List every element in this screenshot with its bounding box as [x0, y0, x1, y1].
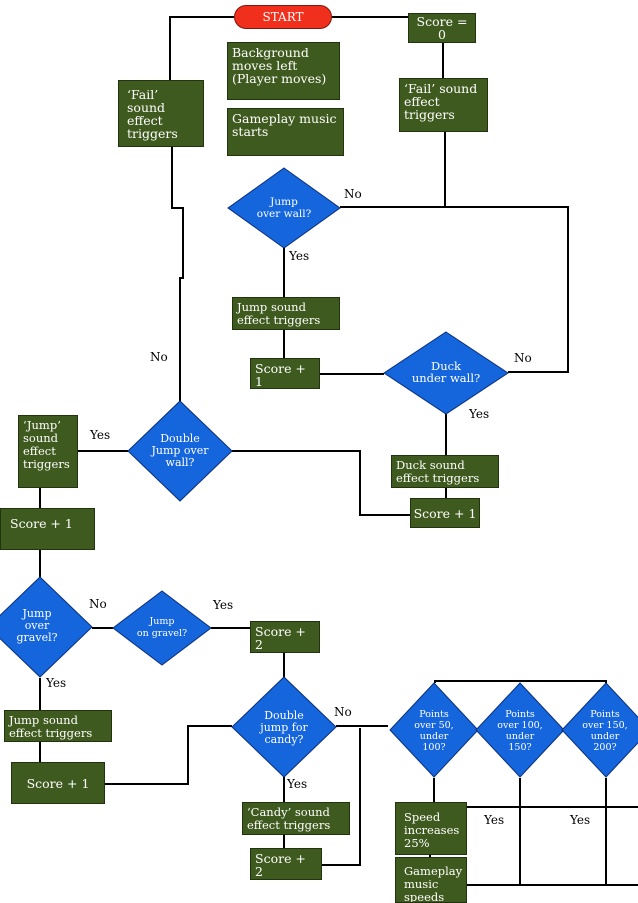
score-plus1-box-b: Score + 1	[410, 498, 480, 528]
points-50-diamond	[389, 682, 479, 778]
points-100-diamond	[475, 682, 565, 778]
label-yes-points-b: Yes	[570, 813, 591, 827]
double-jump-wall-diamond	[127, 400, 233, 502]
score-plus2-box-a: Score + 2	[250, 621, 320, 653]
label-no-left: No	[150, 350, 168, 364]
line-fail-left-down	[171, 147, 184, 402]
label-yes-gravel: Yes	[46, 676, 67, 690]
line-fail-right-to-loop	[444, 132, 568, 208]
jump-gravel-text: Jump over gravel?	[16, 607, 58, 644]
label-no-gravel: No	[89, 597, 107, 611]
duck-wall-diamond	[383, 331, 509, 415]
score-plus2-box-b: Score + 2	[250, 848, 322, 880]
music-starts-box: Gameplay music starts	[227, 108, 344, 156]
double-jump-candy-diamond	[231, 676, 337, 778]
jump-gravel-diamond	[0, 576, 93, 678]
label-yes-on-gravel: Yes	[213, 598, 234, 612]
points-100-text: Points over 100, under 150?	[497, 709, 543, 753]
score-plus1-box-d: Score + 1	[11, 762, 105, 804]
decision-diamonds	[0, 167, 638, 778]
fail-sound-right-box: ‘Fail’ sound effect triggers	[399, 78, 488, 132]
music-speeds-box: Gameplay music speeds up	[395, 857, 467, 903]
duck-sound-box: Duck sound effect triggers	[391, 455, 499, 488]
label-yes-jump-wall: Yes	[289, 249, 310, 263]
points-150-text: Points over 150, under 200?	[582, 709, 628, 753]
double-jump-candy-text: Double jump for candy?	[260, 709, 308, 746]
jump-wall-text: Jump over wall?	[256, 196, 312, 220]
candy-sound-box: ‘Candy’ sound effect triggers	[242, 802, 350, 835]
points-150-diamond	[561, 682, 638, 778]
jump-on-gravel-text: Jump on gravel?	[136, 616, 188, 639]
label-yes-candy: Yes	[287, 777, 308, 791]
speed-increase-box: Speed increases 25%	[395, 802, 467, 855]
jump-wall-diamond	[227, 167, 341, 249]
label-yes-duck: Yes	[469, 407, 490, 421]
jump-sound-top-box: Jump sound effect triggers	[232, 297, 340, 330]
label-yes-points-a: Yes	[484, 813, 505, 827]
label-no-jump-wall: No	[344, 187, 362, 201]
double-jump-wall-text: Double Jump over wall?	[151, 432, 209, 469]
points-50-text: Points over 50, under 100?	[414, 709, 454, 753]
jump-sound-left-box: ‘Jump’ sound effect triggers	[18, 415, 78, 488]
score-plus1-box-c: Score + 1	[0, 508, 95, 550]
line-jump-wall-no	[340, 206, 569, 373]
score-plus1-box-a: Score + 1	[250, 358, 320, 389]
line-start-to-fail-left	[169, 16, 234, 80]
line-score-plus2-to-points	[322, 728, 361, 866]
line-double-wall-right	[232, 450, 410, 516]
jump-sound-bottom-box: Jump sound effect triggers	[4, 710, 112, 742]
label-yes-double-wall: Yes	[90, 428, 111, 442]
label-no-duck: No	[514, 351, 532, 365]
connector-lines	[39, 16, 638, 886]
start-terminal: START	[234, 5, 332, 29]
background-moves-box: Background moves left (Player moves)	[227, 42, 340, 100]
label-no-candy: No	[334, 705, 352, 719]
score-zero-box: Score = 0	[408, 13, 476, 43]
fail-sound-left-box: ‘Fail’ sound effect triggers	[118, 80, 204, 147]
duck-wall-text: Duck under wall?	[411, 359, 481, 385]
jump-on-gravel-diamond	[112, 590, 212, 666]
line-points-top	[434, 680, 607, 683]
line-score-to-candy	[105, 725, 232, 785]
